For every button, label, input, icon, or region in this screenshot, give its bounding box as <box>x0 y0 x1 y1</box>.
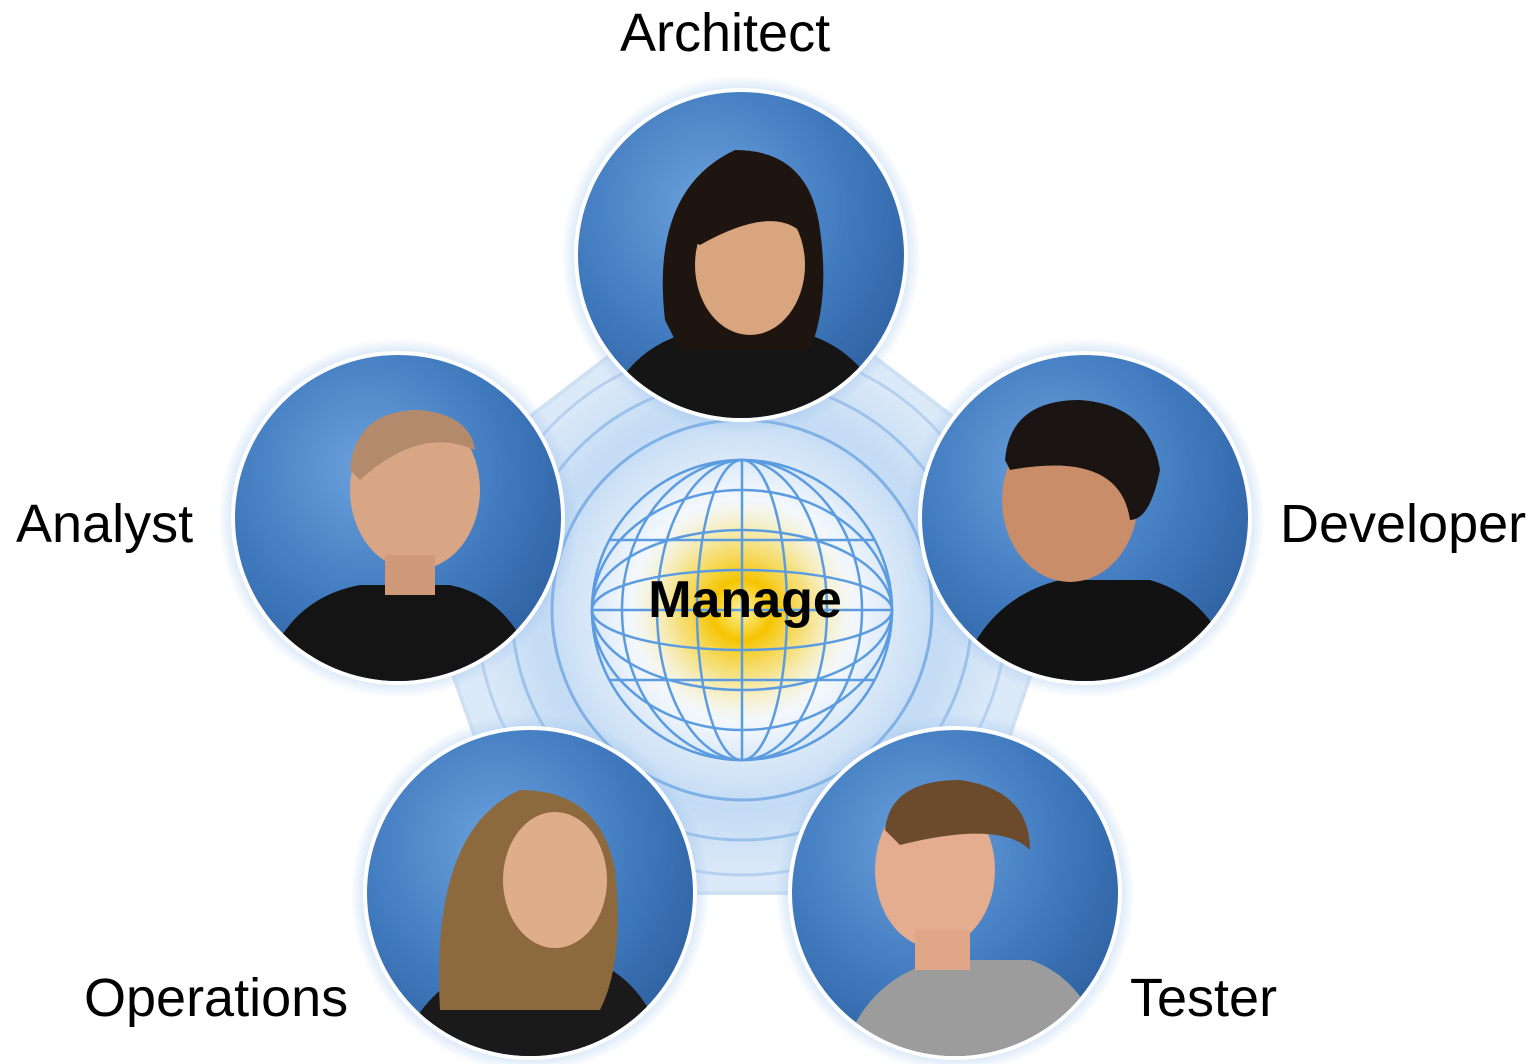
center-label: Manage <box>648 571 842 629</box>
role-label-operations: Operations <box>84 968 349 1028</box>
operations-portrait <box>350 713 710 1064</box>
role-label-tester: Tester <box>1130 968 1278 1028</box>
role-label-analyst: Analyst <box>16 494 194 554</box>
globe-icon <box>590 458 894 762</box>
architect-portrait <box>561 75 921 435</box>
role-label-developer: Developer <box>1280 494 1527 554</box>
role-label-architect: Architect <box>620 3 831 63</box>
analyst-portrait <box>218 338 578 698</box>
developer-portrait <box>905 338 1265 698</box>
tester-portrait <box>775 713 1135 1064</box>
